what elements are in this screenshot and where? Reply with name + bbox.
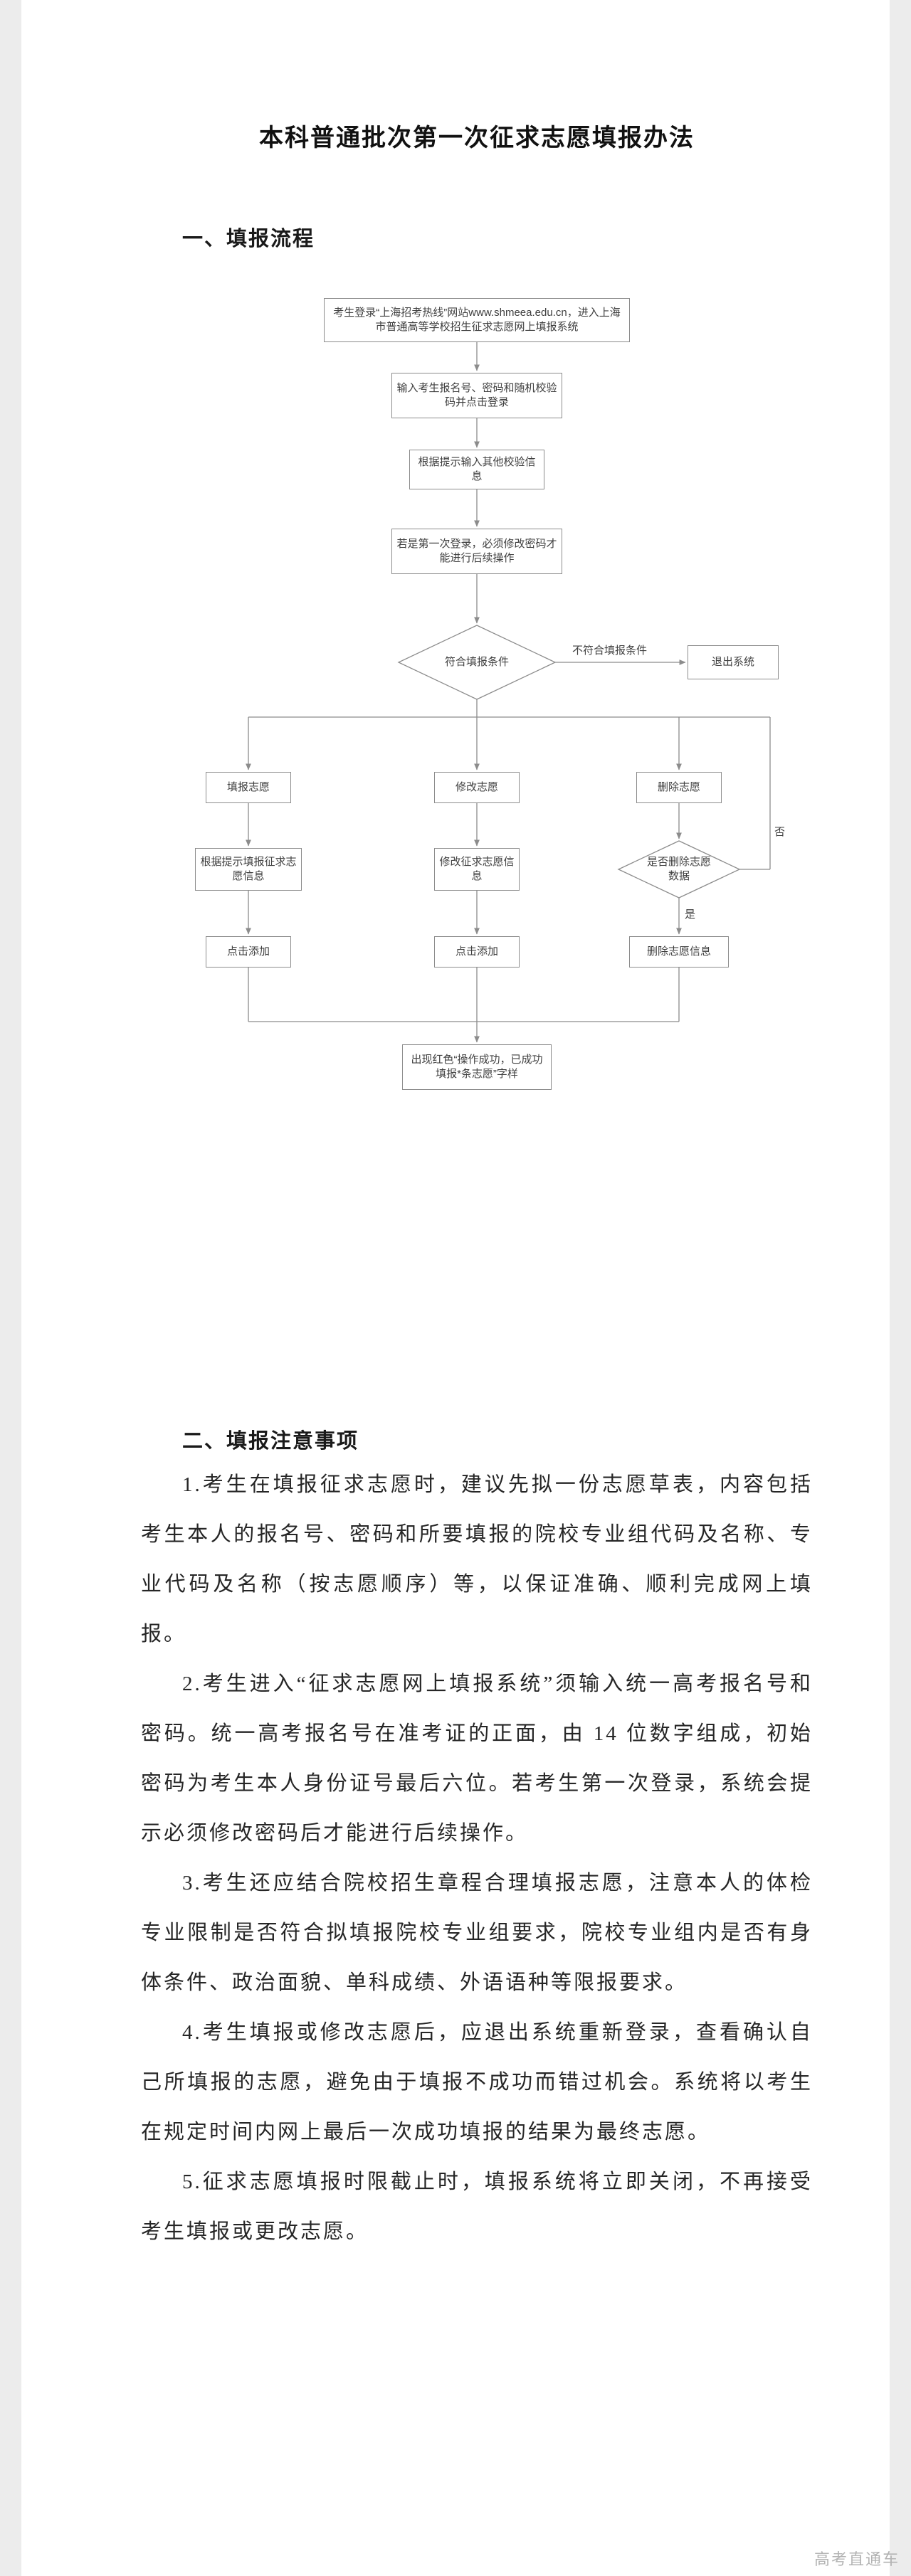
flow-edge-label-no: 否 [774, 826, 786, 838]
flow-node-delete-volunteer: 删除志愿 [636, 772, 722, 803]
flow-edge-label-not-eligible: 不符合填报条件 [572, 645, 648, 657]
flow-decision-delete-label: 是否删除志愿数据 [646, 856, 711, 882]
flowchart-connectors [246, 342, 771, 1043]
flow-decision-eligible-label: 符合填报条件 [444, 656, 509, 668]
flow-node-login: 考生登录“上海招考热线”网站www.shmeea.edu.cn，进入上海市普通高… [324, 298, 630, 342]
document-page: 本科普通批次第一次征求志愿填报办法 一、填报流程 [21, 0, 890, 2576]
section2-heading: 二、填报注意事项 [182, 1430, 359, 1453]
flow-node-success-message: 出现红色“操作成功，已成功填报*条志愿”字样 [402, 1044, 552, 1090]
notes-section: 1.考生在填报征求志愿时，建议先拟一份志愿草表，内容包括考生本人的报名号、密码和… [141, 1460, 813, 2257]
note-paragraph-5: 5.征求志愿填报时限截止时，填报系统将立即关闭，不再接受考生填报或更改志愿。 [141, 2170, 813, 2243]
note-paragraph-1: 1.考生在填报征求志愿时，建议先拟一份志愿草表，内容包括考生本人的报名号、密码和… [141, 1473, 813, 1645]
section1-heading: 一、填报流程 [182, 228, 315, 250]
eligible-decision-diamond [397, 625, 557, 700]
flow-edge-label-yes: 是 [685, 908, 696, 921]
flow-node-first-login-note: 若是第一次登录，必须修改密码才能进行后续操作 [391, 529, 562, 574]
note-paragraph-3: 3.考生还应结合院校招生章程合理填报志愿，注意本人的体检专业限制是否符合拟填报院… [141, 1872, 813, 1994]
flow-node-modify-info: 修改征求志愿信息 [434, 848, 520, 891]
flow-node-enter-credentials: 输入考生报名号、密码和随机校验码并点击登录 [391, 373, 562, 418]
flow-node-click-add-middle: 点击添加 [434, 936, 520, 968]
flow-node-click-add-left: 点击添加 [206, 936, 291, 968]
application-flowchart: 考生登录“上海招考热线”网站www.shmeea.edu.cn，进入上海市普通高… [141, 285, 813, 1103]
flow-node-delete-info: 删除志愿信息 [629, 936, 729, 968]
flow-node-modify-volunteer: 修改志愿 [434, 772, 520, 803]
note-paragraph-2: 2.考生进入“征求志愿网上填报系统”须输入统一高考报名号和密码。统一高考报名号在… [141, 1673, 813, 1845]
delete-decision-diamond [617, 840, 741, 899]
note-paragraph-4: 4.考生填报或修改志愿后，应退出系统重新登录，查看确认自己所填报的志愿，避免由于… [141, 2021, 813, 2143]
flow-node-exit-system: 退出系统 [688, 645, 779, 679]
page-title: 本科普通批次第一次征求志愿填报办法 [259, 125, 695, 152]
flow-node-fill-volunteer: 填报志愿 [206, 772, 291, 803]
watermark: 高考直通车 [813, 2550, 900, 2568]
flow-node-fill-info: 根据提示填报征求志愿信息 [195, 848, 302, 891]
flow-node-extra-verification: 根据提示输入其他校验信息 [409, 450, 544, 489]
